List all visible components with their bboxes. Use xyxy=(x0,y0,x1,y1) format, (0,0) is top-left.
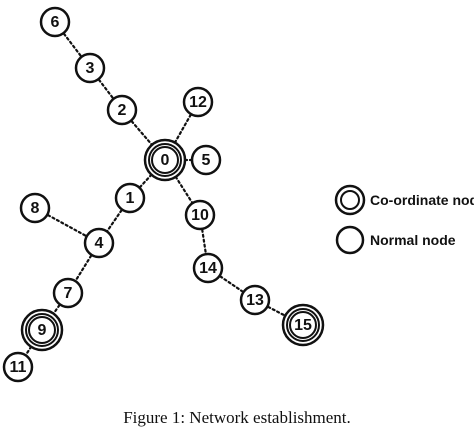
node-1: 1 xyxy=(114,182,146,214)
coordinate-node-inner-ring xyxy=(28,316,56,344)
normal-node-circle xyxy=(239,284,271,316)
coordinate-node-inner-ring xyxy=(289,311,317,339)
node-label: 5 xyxy=(202,152,211,169)
coordinate-node-middle-ring xyxy=(25,313,59,347)
node-label: 0 xyxy=(161,152,170,169)
node-label: 13 xyxy=(246,292,264,309)
normal-node-circle xyxy=(19,192,51,224)
legend-item-normal: Normal node xyxy=(335,225,456,255)
node-label: 14 xyxy=(199,260,217,277)
node-12: 12 xyxy=(182,86,214,118)
node-label: 12 xyxy=(189,94,207,111)
node-7: 7 xyxy=(52,277,84,309)
node-label: 6 xyxy=(51,14,60,31)
node-15: 15 xyxy=(281,303,325,347)
normal-node-circle xyxy=(184,199,216,231)
node-4: 4 xyxy=(83,227,115,259)
node-8: 8 xyxy=(19,192,51,224)
edges-layer xyxy=(16,20,305,369)
node-2: 2 xyxy=(106,94,138,126)
node-label: 10 xyxy=(191,207,209,224)
legend-label: Normal node xyxy=(370,232,456,248)
node-label: 3 xyxy=(86,60,95,77)
node-label: 9 xyxy=(38,322,47,339)
normal-node-circle xyxy=(106,94,138,126)
normal-node-circle xyxy=(39,6,71,38)
legend: Co-ordinate nodeNormal node xyxy=(334,184,474,255)
coordinate-node-middle-ring xyxy=(148,143,182,177)
legend-normal-symbol xyxy=(335,225,365,255)
normal-node-circle xyxy=(190,144,222,176)
normal-node-circle xyxy=(114,182,146,214)
node-label: 2 xyxy=(118,102,127,119)
node-6: 6 xyxy=(39,6,71,38)
legend-coordinate-inner-ring xyxy=(340,190,360,210)
node-label: 8 xyxy=(31,200,40,217)
node-3: 3 xyxy=(74,52,106,84)
legend-item-coordinate: Co-ordinate node xyxy=(334,184,474,216)
normal-node-circle xyxy=(52,277,84,309)
nodes-layer: 6 3 2 12 0 5 1 8 10 4 7 14 9 13 15 11 xyxy=(2,6,325,383)
coordinate-node-middle-ring xyxy=(286,308,320,342)
node-5: 5 xyxy=(190,144,222,176)
node-label: 4 xyxy=(95,235,104,252)
node-label: 15 xyxy=(294,317,312,334)
normal-node-circle xyxy=(182,86,214,118)
normal-node-circle xyxy=(192,252,224,284)
node-label: 1 xyxy=(126,190,135,207)
node-label: 11 xyxy=(10,359,27,376)
node-0: 0 xyxy=(143,138,187,182)
node-10: 10 xyxy=(184,199,216,231)
normal-node-circle xyxy=(83,227,115,259)
coordinate-node-inner-ring xyxy=(151,146,179,174)
normal-node-circle xyxy=(2,351,34,383)
node-13: 13 xyxy=(239,284,271,316)
node-label: 7 xyxy=(64,285,73,302)
node-14: 14 xyxy=(192,252,224,284)
legend-label: Co-ordinate node xyxy=(370,192,474,208)
node-9: 9 xyxy=(20,308,64,352)
normal-node-circle xyxy=(74,52,106,84)
node-11: 11 xyxy=(2,351,34,383)
figure-caption: Figure 1: Network establishment. xyxy=(123,408,351,427)
